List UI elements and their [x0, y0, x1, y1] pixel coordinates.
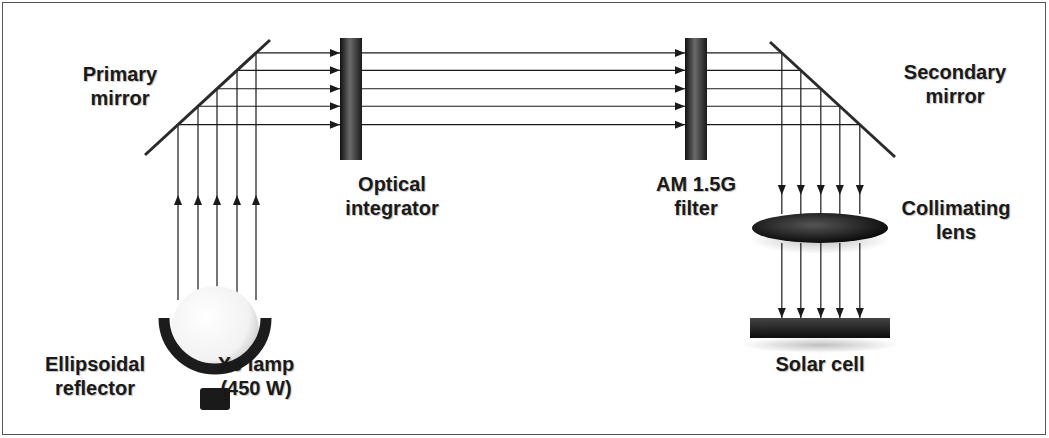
light-ray — [217, 88, 340, 89]
arrowhead — [252, 195, 260, 205]
light-ray — [362, 124, 685, 125]
light-ray — [839, 243, 840, 318]
arrowhead — [675, 102, 685, 110]
part-label: Solar cell — [775, 352, 865, 376]
light-ray — [781, 243, 782, 318]
light-ray — [362, 70, 685, 71]
arrowhead — [330, 85, 340, 93]
light-ray — [236, 70, 237, 300]
arrowhead — [836, 308, 844, 318]
arrowhead — [213, 195, 221, 205]
light-ray — [820, 89, 821, 214]
secondary-mirror — [770, 42, 895, 157]
optical-integrator — [340, 38, 362, 160]
arrowhead — [797, 185, 805, 195]
arrowhead — [675, 49, 685, 57]
part-label: Xe lamp (450 W) — [200, 352, 312, 400]
primary-mirror — [145, 40, 270, 155]
arrowhead — [797, 308, 805, 318]
arrowhead — [330, 66, 340, 74]
light-ray — [707, 52, 782, 53]
arrowhead — [194, 195, 202, 205]
light-ray — [820, 243, 821, 318]
am-filter — [685, 38, 707, 160]
arrowhead — [836, 185, 844, 195]
arrowhead — [817, 185, 825, 195]
light-ray — [362, 52, 685, 53]
part-label: Ellipsoidal reflector — [22, 352, 168, 400]
cell-shadow — [740, 337, 900, 353]
light-ray — [362, 106, 685, 107]
light-ray — [859, 243, 860, 318]
light-ray — [256, 52, 340, 53]
arrowhead — [174, 195, 182, 205]
arrowhead — [856, 185, 864, 195]
light-rays — [174, 49, 864, 318]
part-label: AM 1.5G filter — [641, 172, 751, 220]
light-ray — [707, 88, 821, 89]
frame — [3, 3, 1046, 435]
arrowhead — [330, 102, 340, 110]
light-ray — [216, 89, 217, 300]
arrowhead — [856, 308, 864, 318]
light-ray — [178, 124, 340, 125]
arrowhead — [675, 121, 685, 129]
light-ray — [707, 70, 801, 71]
light-ray — [839, 106, 840, 214]
light-ray — [707, 124, 860, 125]
light-ray — [859, 125, 860, 214]
arrowhead — [817, 308, 825, 318]
arrowhead — [675, 85, 685, 93]
solar-cell — [750, 318, 890, 338]
collimating-lens — [752, 213, 888, 243]
light-ray — [237, 70, 340, 71]
part-label: Optical integrator — [327, 172, 457, 220]
part-label: Secondary mirror — [890, 60, 1020, 108]
light-ray — [800, 243, 801, 318]
part-label: Collimating lens — [893, 196, 1019, 244]
arrowhead — [330, 121, 340, 129]
light-ray — [198, 106, 340, 107]
light-ray — [177, 125, 178, 300]
arrowhead — [330, 49, 340, 57]
arrowhead — [778, 185, 786, 195]
light-ray — [255, 53, 256, 300]
arrowhead — [778, 308, 786, 318]
arrowhead — [233, 195, 241, 205]
light-ray — [362, 88, 685, 89]
part-label: Primary mirror — [58, 62, 182, 110]
arrowhead — [675, 66, 685, 74]
light-ray — [707, 106, 840, 107]
